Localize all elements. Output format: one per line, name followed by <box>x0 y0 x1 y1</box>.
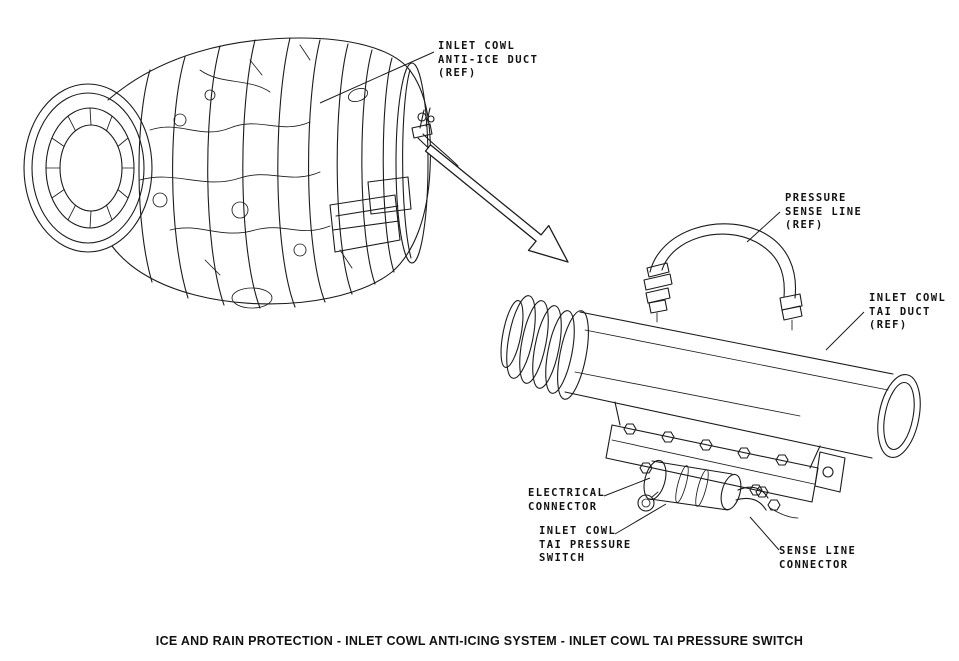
pressure-switch <box>643 459 742 511</box>
fan-inlet <box>23 83 153 253</box>
bracket-bolts <box>623 423 789 498</box>
label-electrical-connector: ELECTRICAL CONNECTOR <box>528 487 606 513</box>
leader-pressure-sense-line <box>746 211 781 243</box>
leader-sense-line-connector <box>749 516 780 551</box>
duct-bellows <box>500 295 589 400</box>
leader-anti-ice-duct <box>319 51 435 104</box>
engine-body <box>107 37 459 309</box>
electrical-connector-part <box>637 491 659 512</box>
mounting-bracket <box>605 401 846 503</box>
leader-tai-duct <box>825 311 865 351</box>
label-pressure-sense-line: PRESSURE SENSE LINE (REF) <box>785 192 863 232</box>
label-sense-line-connector: SENSE LINE CONNECTOR <box>779 545 857 571</box>
detail-callout-arrow <box>424 144 569 263</box>
figure-caption: ICE AND RAIN PROTECTION - INLET COWL ANT… <box>155 634 804 648</box>
label-inlet-cowl-tai-pressure-switch: INLET COWL TAI PRESSURE SWITCH <box>539 525 632 565</box>
pressure-sense-line-tube <box>643 223 803 331</box>
label-inlet-cowl-tai-duct: INLET COWL TAI DUCT (REF) <box>869 292 947 332</box>
anti-ice-duct-fitting <box>411 107 459 171</box>
engine-illustration <box>23 37 459 309</box>
leader-electrical-connector <box>603 477 651 497</box>
leader-tai-pressure-switch <box>614 503 667 535</box>
tai-duct <box>564 311 921 459</box>
leader-lines <box>319 51 865 551</box>
label-inlet-cowl-anti-ice-duct: INLET COWL ANTI-ICE DUCT (REF) <box>438 40 539 80</box>
sense-line-connector-part <box>735 484 799 519</box>
tai-duct-detail-illustration <box>500 223 921 519</box>
